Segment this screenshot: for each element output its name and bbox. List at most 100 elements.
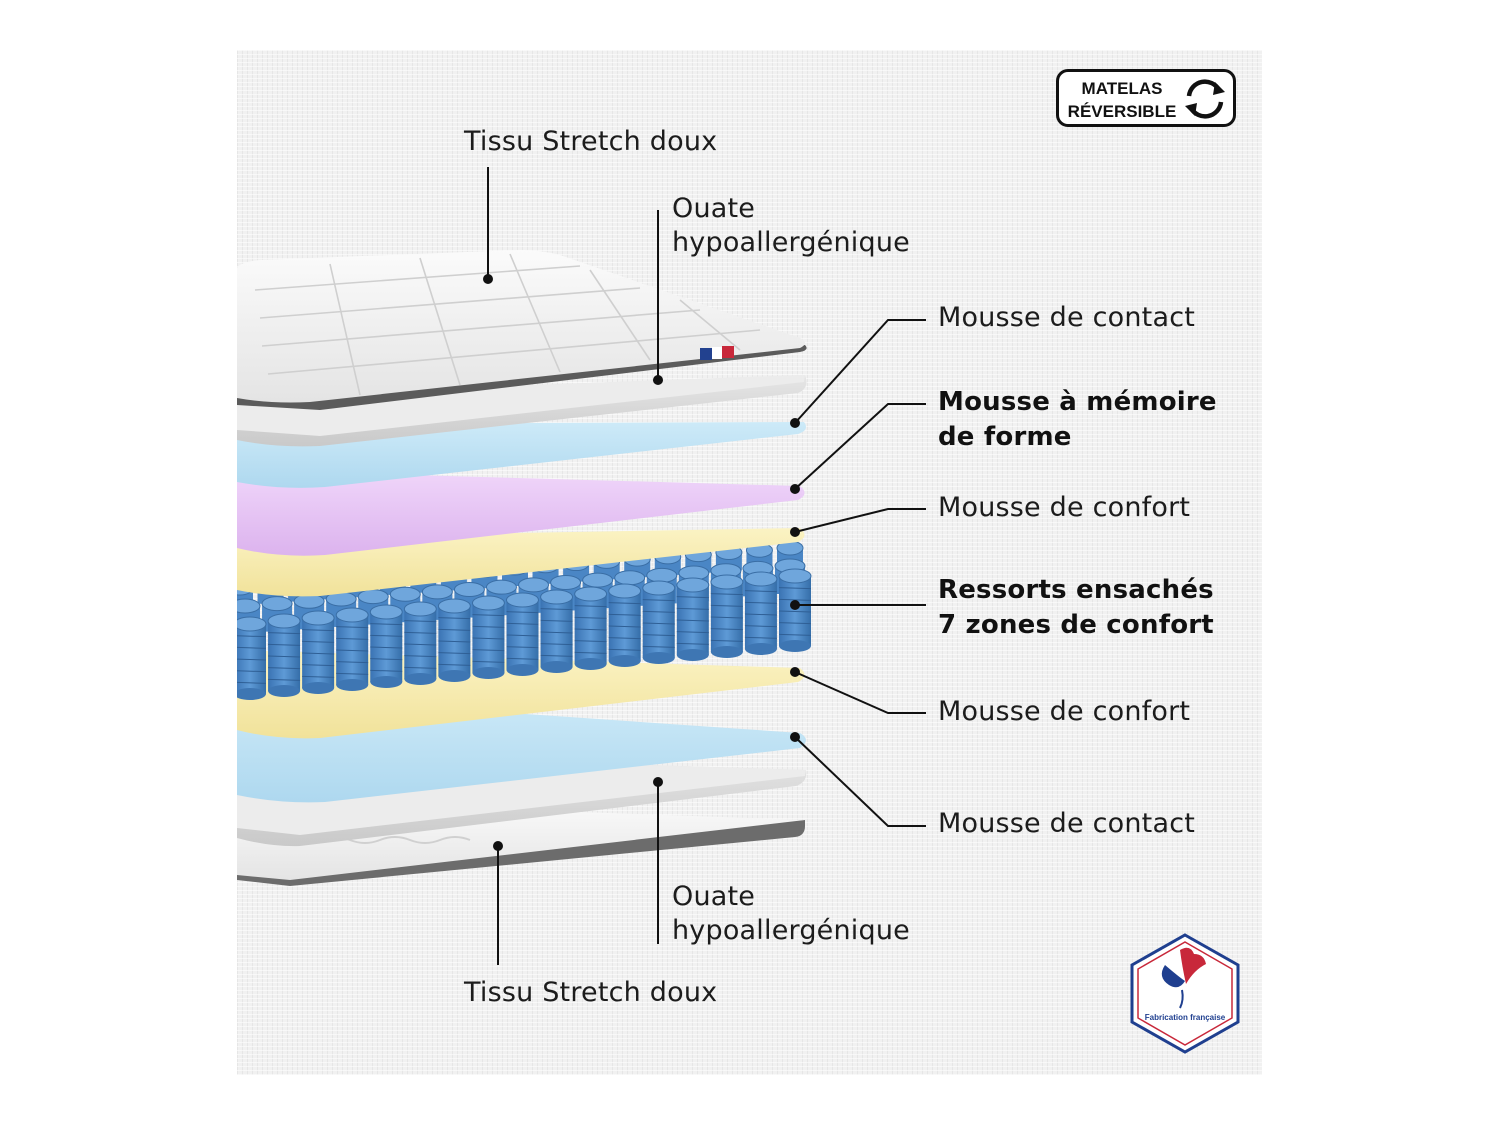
label-bottom-wadding-line1: Ouate	[672, 881, 756, 912]
spring-coil-base	[302, 682, 335, 694]
spring-coil-line	[336, 626, 369, 629]
spring-coil-top	[403, 601, 437, 617]
spring-coil-line	[438, 640, 471, 643]
spring-coil-line	[778, 598, 812, 601]
spring-coil-line	[540, 619, 573, 622]
spring-coil-line	[237, 670, 267, 673]
spring-coil-line	[237, 681, 267, 684]
spring-coil-line	[472, 637, 505, 640]
spring-coil-top	[293, 593, 325, 609]
spring-coil-line	[506, 611, 539, 614]
spring-coil-base	[438, 670, 471, 682]
spring-coil-line	[642, 610, 675, 613]
spring-coil-line	[472, 649, 505, 652]
badge-line1: MATELAS	[1081, 79, 1163, 98]
spring-coil-top	[421, 584, 453, 600]
spring-coil-line	[676, 619, 709, 622]
spring-coil-line	[336, 637, 369, 640]
origin-caption: Fabrication française	[1144, 1013, 1226, 1022]
spring-coil-line	[710, 628, 743, 631]
spring-coil-line	[404, 643, 437, 646]
spring-coil-line	[710, 639, 743, 642]
spring-coil-line	[302, 664, 335, 667]
spring-coil-top	[485, 579, 517, 595]
spring-coil-line	[302, 629, 335, 632]
spring-coil-top	[614, 570, 646, 586]
spring-coil-line	[370, 634, 403, 637]
spring-coil-top	[710, 574, 744, 590]
spring-coil-line	[472, 625, 505, 628]
spring-coil-line	[574, 616, 607, 619]
spring-coil-line	[744, 636, 777, 639]
label-top-wadding-line1: Ouate	[672, 193, 756, 224]
french-flag-tag	[700, 346, 734, 360]
spring-coil-base	[642, 652, 675, 664]
spring-coil-line	[336, 649, 369, 652]
spring-coil-top	[608, 583, 642, 599]
spring-coil-line	[404, 631, 437, 634]
spring-coil-line	[710, 593, 743, 596]
spring-coil-line	[370, 646, 403, 649]
spring-coil-line	[268, 643, 301, 646]
label-bottom-wadding-line2: hypoallergénique	[672, 915, 910, 946]
spring-coil-top	[506, 592, 539, 608]
spring-coil-line	[540, 631, 573, 634]
spring-coil-line	[642, 634, 675, 637]
spring-coil-top	[357, 589, 389, 605]
spring-coil-line	[268, 632, 301, 635]
spring-coil-line	[302, 675, 335, 678]
spring-coil-base	[370, 676, 403, 688]
spring-coil-line	[744, 590, 777, 593]
spring-coil-line	[540, 608, 573, 611]
spring-coil-line	[404, 620, 437, 623]
spring-coil-line	[778, 587, 812, 590]
spring-coil-top	[778, 568, 812, 584]
spring-coil-line	[676, 607, 709, 610]
spring-coil-line	[438, 652, 471, 655]
layer-top-fabric	[237, 250, 807, 410]
spring-coil-line	[237, 646, 267, 649]
layer-pocket-springs	[237, 540, 812, 700]
spring-coil-line	[506, 646, 539, 649]
spring-coil-line	[642, 622, 675, 625]
spring-coil-line	[608, 625, 641, 628]
spring-coil-line	[237, 658, 267, 661]
label-top-contact: Mousse de contact	[938, 302, 1196, 333]
spring-coil-top	[744, 571, 778, 587]
label-springs-line1: Ressorts ensachés	[938, 575, 1214, 605]
spring-coil-base	[472, 667, 505, 679]
spring-coil-line	[608, 602, 641, 605]
label-memory-line2: de forme	[938, 422, 1072, 452]
spring-coil-line	[778, 610, 812, 613]
label-bottom-contact: Mousse de contact	[938, 808, 1196, 839]
spring-coil-top	[582, 572, 614, 588]
spring-coil-line	[778, 633, 812, 636]
spring-coil-top	[574, 586, 608, 602]
spring-coil-top	[437, 598, 471, 614]
spring-coil-line	[710, 604, 743, 607]
label-springs-line2: 7 zones de confort	[938, 610, 1214, 640]
spring-coil-line	[676, 631, 709, 634]
spring-coil-top	[301, 610, 335, 626]
spring-coil-top	[453, 582, 485, 598]
spring-coil-base	[710, 646, 743, 658]
spring-coil-line	[506, 657, 539, 660]
spring-coil-line	[438, 628, 471, 631]
french-rooster-hexagon-icon	[1130, 933, 1240, 1054]
spring-coil-line	[268, 678, 301, 681]
spring-coil-top	[389, 586, 421, 602]
spring-coil-base	[779, 640, 811, 652]
spring-coil-top	[550, 574, 582, 590]
spring-coil-line	[336, 672, 369, 675]
spring-coil-line	[302, 640, 335, 643]
spring-coil-line	[608, 648, 641, 651]
spring-coil-line	[506, 622, 539, 625]
spring-coil-line	[574, 640, 607, 643]
leader-dots	[483, 274, 800, 851]
spring-coil-top	[267, 613, 301, 629]
spring-coil-line	[574, 628, 607, 631]
spring-coil-base	[237, 688, 266, 700]
spring-coil-top	[642, 580, 676, 596]
label-top-comfort: Mousse de confort	[938, 492, 1191, 523]
spring-coil-base	[268, 685, 301, 697]
